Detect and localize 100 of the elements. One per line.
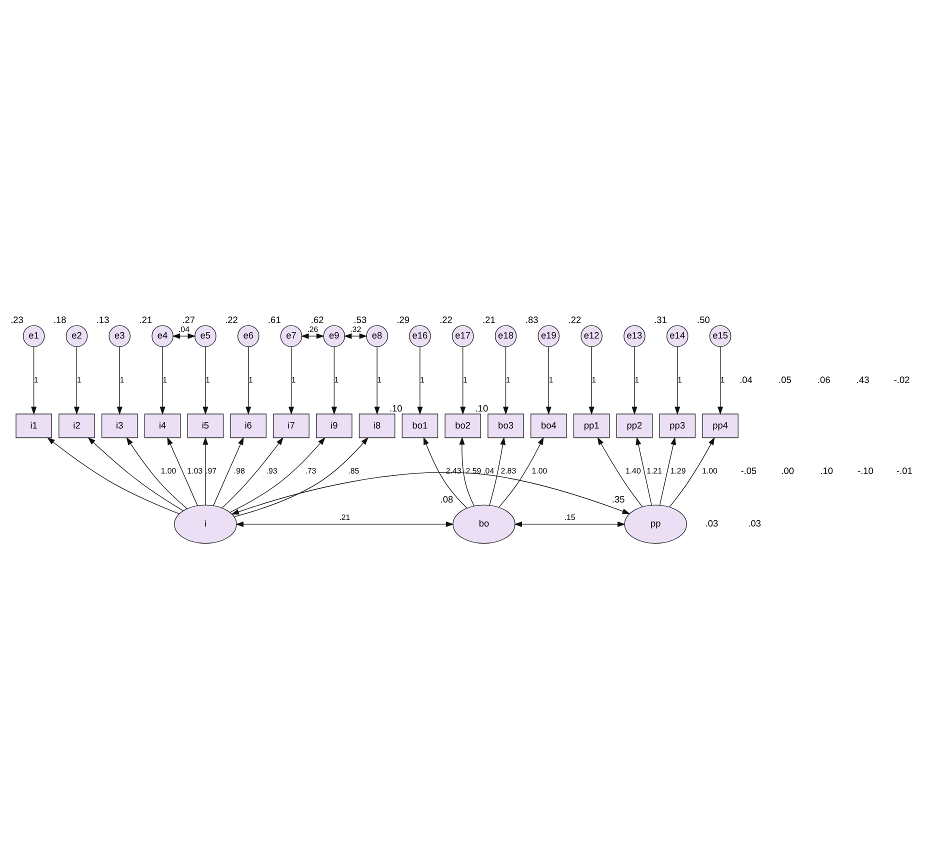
node-box: i7 xyxy=(273,414,310,438)
node-ellipse: i xyxy=(174,504,237,544)
arrow xyxy=(202,346,208,415)
node-circle: e18 xyxy=(494,325,517,347)
arrow xyxy=(288,346,294,415)
node-circle: e1 xyxy=(22,325,45,347)
arrow xyxy=(718,346,724,415)
node-box: pp1 xyxy=(573,414,610,438)
arrow xyxy=(126,437,188,510)
arrow xyxy=(546,346,552,415)
arrow xyxy=(374,346,380,415)
arrow xyxy=(160,346,166,415)
arrow xyxy=(659,436,676,506)
node-circle: e13 xyxy=(624,325,646,347)
node-label: .22 xyxy=(568,315,582,326)
arrow xyxy=(167,436,198,506)
arrow xyxy=(489,436,506,506)
arrow xyxy=(498,436,544,508)
node-ellipse: bo xyxy=(452,504,516,544)
node-box: pp4 xyxy=(702,414,738,438)
node-circle: e3 xyxy=(108,325,131,347)
arrow xyxy=(300,333,324,339)
node-circle: e14 xyxy=(666,325,688,347)
node-box: pp2 xyxy=(616,414,653,438)
label: .00 xyxy=(781,466,794,476)
arrow xyxy=(213,436,244,506)
arrow xyxy=(47,437,180,514)
arrow xyxy=(459,436,475,506)
arrow xyxy=(236,521,454,527)
arrow xyxy=(669,437,715,508)
label: .03 xyxy=(705,518,718,529)
node-label: .10 xyxy=(475,403,488,414)
label: .04 xyxy=(740,374,752,385)
arrow xyxy=(503,346,509,415)
node-circle: e12 xyxy=(580,325,602,347)
node-box: pp3 xyxy=(659,414,696,438)
arrow xyxy=(234,437,369,518)
node-label: .62 xyxy=(310,315,324,326)
node-label: .50 xyxy=(697,315,710,326)
node-label: .27 xyxy=(182,315,196,326)
node-label: .61 xyxy=(268,315,281,326)
label: .05 xyxy=(778,374,792,385)
node-label: .35 xyxy=(612,494,625,505)
arrow xyxy=(344,333,368,339)
node-label: .22 xyxy=(440,315,452,326)
node-box: i3 xyxy=(102,414,138,438)
label: -.05 xyxy=(740,466,757,476)
node-circle: e16 xyxy=(409,325,431,347)
node-circle: e17 xyxy=(452,325,474,347)
node-box: i1 xyxy=(16,414,52,438)
arrow xyxy=(460,346,466,415)
label: .10 xyxy=(820,466,833,476)
node-box: i9 xyxy=(316,414,352,438)
arrow xyxy=(222,437,284,508)
node-label: .23 xyxy=(10,315,24,326)
node-circle: e8 xyxy=(366,325,388,347)
node-box: i8 xyxy=(358,414,396,438)
label: -.02 xyxy=(894,374,910,385)
node-label: .18 xyxy=(53,315,66,326)
node-box: i5 xyxy=(187,414,224,438)
node-label: .21 xyxy=(139,315,152,326)
arrow xyxy=(636,436,652,506)
label: -.10 xyxy=(858,466,874,476)
arrow xyxy=(172,333,196,339)
label: .03 xyxy=(748,518,762,529)
node-box: bo1 xyxy=(402,414,438,438)
node-circle: e4 xyxy=(152,325,174,347)
arrow xyxy=(331,346,337,415)
node-box: i4 xyxy=(144,414,181,438)
node-label: .53 xyxy=(354,315,367,326)
node-circle: e5 xyxy=(194,325,216,347)
arrow xyxy=(514,521,626,527)
node-label: .21 xyxy=(482,315,496,326)
label: .43 xyxy=(856,374,870,385)
label: -.01 xyxy=(896,466,912,476)
node-circle: e19 xyxy=(538,325,560,347)
arrow xyxy=(116,346,122,415)
arrow xyxy=(246,346,252,415)
node-label: .31 xyxy=(654,315,667,326)
arrow xyxy=(674,346,680,415)
node-circle: e6 xyxy=(237,325,260,347)
node-label: .29 xyxy=(396,315,410,326)
node-box: i6 xyxy=(230,414,266,438)
node-circle: e15 xyxy=(709,325,732,347)
arrow xyxy=(230,437,326,513)
arrow xyxy=(588,346,594,415)
arrow xyxy=(74,346,80,415)
arrow xyxy=(31,346,37,415)
node-box: bo4 xyxy=(530,414,567,438)
arrow xyxy=(423,436,468,508)
node-box: bo2 xyxy=(444,414,482,438)
node-circle: e2 xyxy=(66,325,88,347)
arrow xyxy=(231,472,630,514)
node-circle: e9 xyxy=(323,325,346,347)
node-label: .10 xyxy=(389,403,402,414)
arrow xyxy=(202,436,208,506)
node-box: bo3 xyxy=(488,414,524,438)
label: .06 xyxy=(818,374,830,385)
node-label: .22 xyxy=(225,315,238,326)
arrow xyxy=(88,437,184,512)
